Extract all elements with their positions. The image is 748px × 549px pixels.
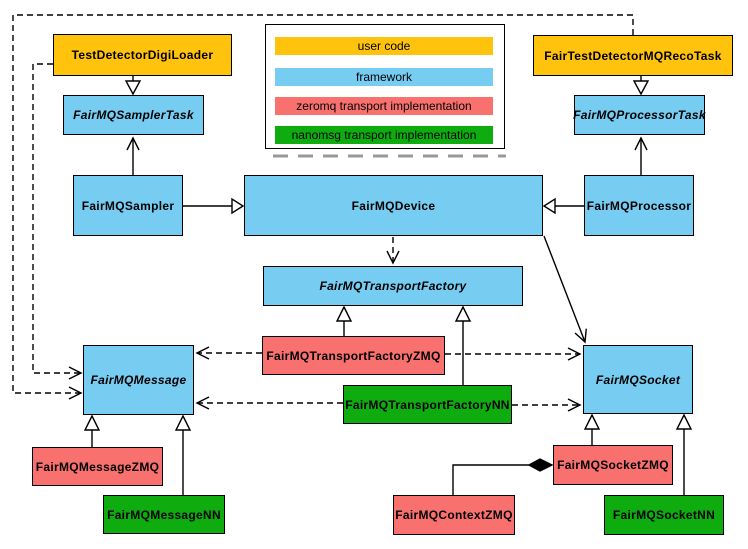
node-fair-mq-socket-zmq: FairMQSocketZMQ xyxy=(553,445,673,485)
legend-item-nanomsg: nanomsg transport implementation xyxy=(275,126,493,144)
legend-box: user code framework zeromq transport imp… xyxy=(265,24,505,149)
node-fair-mq-context-zmq: FairMQContextZMQ xyxy=(393,495,515,535)
node-fair-mq-processor: FairMQProcessor xyxy=(584,175,694,236)
node-fair-mq-message: FairMQMessage xyxy=(83,345,194,415)
node-fair-mq-message-zmq: FairMQMessageZMQ xyxy=(32,447,163,486)
legend-item-user-code: user code xyxy=(275,37,493,55)
composition-diamond xyxy=(527,458,554,472)
node-fair-test-detector-mq-reco-task: FairTestDetectorMQRecoTask xyxy=(533,35,733,76)
node-fair-mq-transport-factory-nn: FairMQTransportFactoryNN xyxy=(343,385,512,424)
legend-item-zeromq: zeromq transport implementation xyxy=(275,97,493,115)
node-fair-mq-transport-factory-zmq: FairMQTransportFactoryZMQ xyxy=(262,336,445,375)
node-fair-mq-socket: FairMQSocket xyxy=(583,345,693,414)
association-edges xyxy=(126,136,648,344)
node-fair-mq-sampler: FairMQSampler xyxy=(73,175,183,236)
node-test-detector-digi-loader: TestDetectorDigiLoader xyxy=(53,34,232,76)
assoc-device-to-socket xyxy=(543,235,587,344)
node-fair-mq-sampler-task: FairMQSamplerTask xyxy=(63,95,204,135)
composition-edge xyxy=(452,458,554,495)
node-fair-mq-socket-nn: FairMQSocketNN xyxy=(604,495,724,535)
node-fair-mq-transport-factory: FairMQTransportFactory xyxy=(263,266,523,306)
legend-item-framework: framework xyxy=(275,68,493,86)
node-fair-mq-message-nn: FairMQMessageNN xyxy=(103,495,225,534)
node-fair-mq-device: FairMQDevice xyxy=(244,175,543,236)
node-fair-mq-processor-task: FairMQProcessorTask xyxy=(573,95,706,135)
comp-context-to-socketzmq xyxy=(452,464,529,495)
